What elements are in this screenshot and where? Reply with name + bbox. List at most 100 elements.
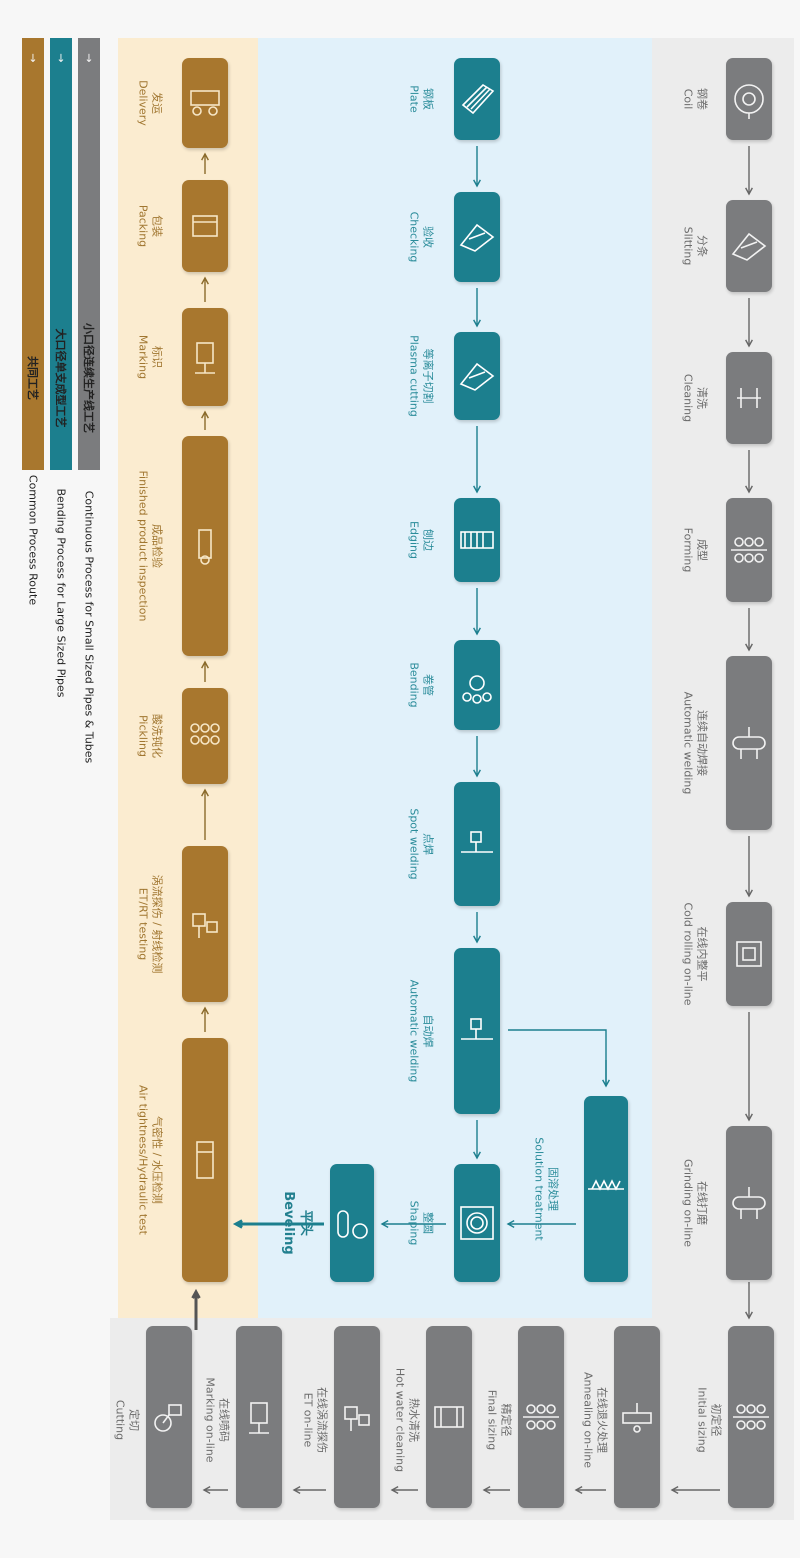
gray-return-label-6-cn: 在线喷码 — [217, 1398, 231, 1442]
legend-bar-common — [22, 38, 44, 470]
delivery-icon — [190, 90, 220, 116]
cutting-icon — [154, 1404, 182, 1432]
gray-return-label-4-cn: 热水清洗 — [407, 1398, 421, 1442]
gray-return-label-5-en: ET on-line — [301, 1392, 314, 1448]
gray-return-label-2-cn: 在线退火处理 — [595, 1387, 609, 1453]
flow-arrow-head — [473, 485, 481, 494]
gray-step-5 — [726, 656, 772, 830]
bending-icon — [462, 675, 492, 704]
flow-arrow-head — [191, 1288, 201, 1299]
gray-step-label-2-cn: 分条 — [695, 234, 709, 257]
flow-arrow-head — [473, 627, 481, 636]
brown-step-label-3-en: Marking — [136, 334, 149, 380]
hot-water-icon — [434, 1406, 464, 1428]
teal-step-label-6-cn: 点焊 — [421, 832, 435, 855]
brown-step-6 — [182, 846, 228, 1002]
et-rt-icon — [192, 913, 218, 938]
gray-step-label-1-cn: 钢卷 — [695, 88, 709, 110]
brown-step-label-7-cn: 气密性 / 水压检测 — [150, 1116, 164, 1204]
teal-solution-treatment-label-cn: 固溶处理 — [546, 1167, 560, 1211]
gray-step-label-5-cn: 连续自动焊接 — [695, 709, 709, 776]
flow-arrow-head — [201, 660, 209, 669]
teal-solution-treatment-label-en: Solution treatment — [532, 1137, 545, 1241]
brown-step-2 — [182, 180, 228, 272]
gray-return-label-4-en: Hot water cleaning — [393, 1367, 406, 1473]
teal-step-label-7-cn: 自动焊 — [421, 1014, 435, 1048]
flow-arrow-head — [201, 410, 209, 419]
flow-arrow-head — [380, 1220, 389, 1228]
gray-return-label-3-en: Final sizing — [485, 1389, 498, 1451]
teal-step-7 — [454, 948, 500, 1114]
flow-arrow-head — [574, 1486, 583, 1494]
gray-step-label-6-cn: 在线内整平 — [695, 926, 709, 982]
flow-arrow-head — [473, 319, 481, 328]
flow-arrow-head — [745, 187, 753, 196]
teal-step-4 — [454, 498, 500, 582]
teal-step-label-3-en: Plasma cutting — [407, 335, 420, 417]
annealing-icon — [622, 1403, 652, 1433]
gray-return-label-3-cn: 精定径 — [499, 1403, 513, 1437]
pickling-icon — [190, 723, 220, 745]
flow-arrow-head — [292, 1486, 301, 1494]
teal-step-1 — [454, 58, 500, 140]
flow-arrow-head — [745, 1311, 753, 1320]
brown-step-4 — [182, 436, 228, 656]
flow-arrow-head — [473, 179, 481, 188]
gray-step-2 — [726, 200, 772, 292]
checking-icon — [459, 223, 495, 252]
teal-step-5 — [454, 640, 500, 730]
coil-icon — [734, 84, 764, 119]
initial-sizing-icon — [733, 1404, 769, 1430]
solution-treatment-icon — [588, 1179, 624, 1191]
gray-return-step-3 — [518, 1326, 564, 1508]
teal-step-label-2-cn: 验收 — [421, 225, 435, 248]
packing-icon — [192, 215, 218, 237]
gray-return-label-1-en: Initial sizing — [695, 1387, 708, 1453]
gray-return-label-1-cn: 初定径 — [709, 1403, 723, 1437]
gray-step-label-7-en: Grinding on-line — [681, 1158, 694, 1248]
cleaning-icon — [737, 388, 761, 408]
teal-step-6 — [454, 782, 500, 906]
inspection-icon — [198, 529, 212, 565]
flow-arrow-head — [745, 339, 753, 348]
flow-arrow-head — [201, 1006, 209, 1015]
teal-step-label-2-en: Checking — [407, 211, 420, 263]
et-online-icon — [344, 1406, 370, 1431]
branch-arrow-line — [508, 1029, 607, 1084]
teal-step-label-6-en: Spot welding — [407, 808, 420, 880]
gray-return-step-2 — [614, 1326, 660, 1508]
flow-arrow-head — [745, 889, 753, 898]
gray-return-step-7 — [146, 1326, 192, 1508]
teal-step-8 — [454, 1164, 500, 1282]
flow-arrow-head — [745, 1113, 753, 1122]
brown-step-label-1-en: Delivery — [136, 80, 149, 126]
flow-arrow-head — [473, 769, 481, 778]
gray-step-label-5-en: Automatic welding — [681, 691, 694, 795]
gray-step-label-3-en: Cleaning — [681, 373, 694, 423]
marking-online-icon — [249, 1402, 269, 1434]
shaping-icon — [460, 1206, 494, 1240]
gray-return-label-2-en: Annealing on-line — [581, 1371, 594, 1469]
